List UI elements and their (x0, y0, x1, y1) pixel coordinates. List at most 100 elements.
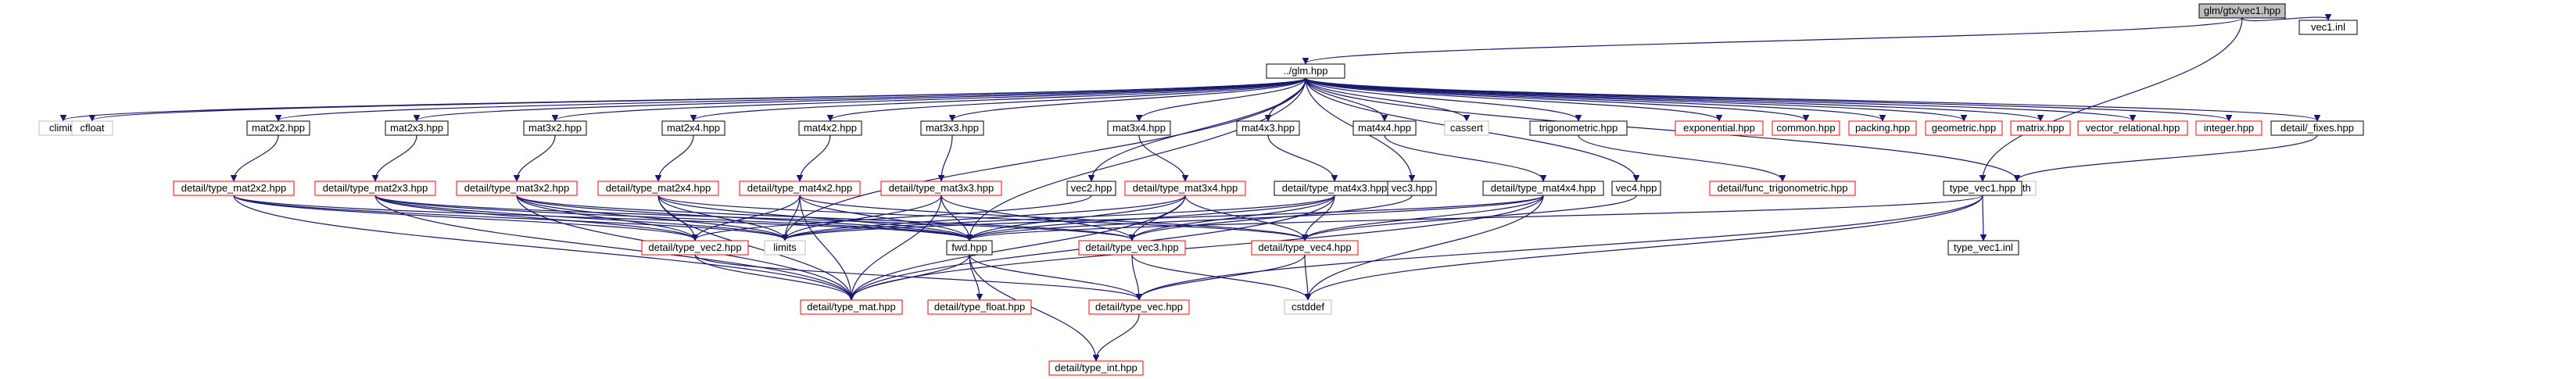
node-trig-box (1529, 120, 1628, 136)
node-mat3x4[interactable]: mat3x4.hpp (1107, 120, 1171, 136)
edge-mat4x4-to-tm44 (1384, 134, 1543, 181)
node-tvec1-label: type_vec1.hpp (1950, 182, 2016, 194)
node-cassert-label: cassert (1450, 122, 1483, 134)
node-tm34[interactable]: detail/type_mat3x4.hpp (1124, 181, 1246, 196)
edge-glm-to-expo (1305, 77, 1719, 120)
edge-mat2x4-to-tm24 (658, 134, 694, 181)
node-vec4[interactable]: vec4.hpp (1611, 181, 1661, 196)
edge-tm43-to-limits (785, 195, 1335, 240)
node-common-label: common.hpp (1776, 122, 1835, 134)
node-tint[interactable]: detail/type_int.hpp (1048, 360, 1144, 376)
node-mat4x2[interactable]: mat4x2.hpp (798, 120, 862, 136)
edge-glm-to-fwd (969, 77, 1306, 240)
node-mat4x3-label: mat4x3.hpp (1241, 122, 1295, 134)
node-geometric[interactable]: geometric.hpp (1925, 120, 2003, 136)
node-mat3x3-label: mat3x3.hpp (926, 122, 979, 134)
node-tmat[interactable]: detail/type_mat.hpp (800, 299, 903, 315)
node-vec3[interactable]: vec3.hpp (1387, 181, 1437, 196)
node-cfloat[interactable]: cfloat (71, 120, 113, 136)
edge-glm-to-geometric (1305, 77, 1964, 120)
node-tm34-box (1124, 181, 1246, 196)
node-vec2[interactable]: vec2.hpp (1066, 181, 1116, 196)
node-trig[interactable]: trigonometric.hpp (1529, 120, 1628, 136)
edge-glm-to-packing (1305, 77, 1883, 120)
node-mat2x3-box (385, 120, 449, 136)
node-tv4[interactable]: detail/type_vec4.hpp (1251, 240, 1359, 256)
edge-tm22-to-fwd (233, 195, 969, 240)
node-cstddef-label: cstddef (1292, 301, 1324, 313)
node-tm33-box (880, 181, 1002, 196)
node-tvec1inl-label: type_vec1.inl (1954, 241, 2013, 253)
node-common[interactable]: common.hpp (1772, 120, 1840, 136)
node-tint-box (1048, 360, 1144, 376)
node-fixes-label: detail/_fixes.hpp (2280, 122, 2354, 134)
node-mat3x3-box (920, 120, 984, 136)
node-vecrel[interactable]: vector_relational.hpp (2077, 120, 2188, 136)
edge-tm43-to-tv3 (1132, 195, 1335, 240)
node-mat2x3-label: mat2x3.hpp (390, 122, 443, 134)
node-tm22-label: detail/type_mat2x2.hpp (181, 182, 286, 194)
node-vec1inl-box (2298, 20, 2358, 35)
node-mat2x2[interactable]: mat2x2.hpp (246, 120, 310, 136)
node-tm34-label: detail/type_mat3x4.hpp (1133, 182, 1238, 194)
edge-fwd-to-tfloat (969, 254, 980, 299)
node-fixes-box (2270, 120, 2364, 136)
node-tvec1[interactable]: type_vec1.hpp (1943, 181, 2022, 196)
node-integer[interactable]: integer.hpp (2195, 120, 2263, 136)
node-tm32[interactable]: detail/type_mat3x2.hpp (456, 181, 578, 196)
node-tv2-box (641, 240, 749, 256)
edge-tm32-to-tv2 (516, 195, 695, 240)
edge-mat3x4-to-tm34 (1138, 134, 1185, 181)
node-tfloat[interactable]: detail/type_float.hpp (927, 299, 1032, 315)
node-tm24[interactable]: detail/type_mat2x4.hpp (597, 181, 719, 196)
node-mat2x4[interactable]: mat2x4.hpp (661, 120, 726, 136)
edge-tm24-to-fwd (657, 195, 969, 240)
node-cassert[interactable]: cassert (1444, 120, 1489, 136)
node-tv3[interactable]: detail/type_vec3.hpp (1078, 240, 1186, 256)
node-tvec1inl[interactable]: type_vec1.inl (1947, 240, 2019, 256)
edge-glm-to-mat3x2 (555, 77, 1306, 120)
edge-fwd-to-tvec (969, 254, 1139, 299)
edge-tm23-to-tv3 (374, 195, 1132, 240)
node-cstddef[interactable]: cstddef (1284, 299, 1332, 315)
node-matrix-box (2010, 120, 2071, 136)
node-tm43[interactable]: detail/type_mat4x3.hpp (1274, 181, 1395, 196)
node-glm-box (1266, 63, 1345, 79)
node-mat4x4[interactable]: mat4x4.hpp (1352, 120, 1417, 136)
node-limits[interactable]: limits (764, 240, 806, 256)
node-mat4x3[interactable]: mat4x3.hpp (1236, 120, 1300, 136)
edge-tv2-to-tvec (694, 254, 1139, 299)
edge-glm-to-matrix (1305, 77, 2040, 120)
node-expo[interactable]: exponential.hpp (1675, 120, 1764, 136)
node-glm[interactable]: ../glm.hpp (1266, 63, 1345, 79)
node-fwd[interactable]: fwd.hpp (946, 240, 993, 256)
edge-tm32-to-tv3 (516, 195, 1132, 240)
node-matrix[interactable]: matrix.hpp (2010, 120, 2071, 136)
node-tvec[interactable]: detail/type_vec.hpp (1088, 299, 1190, 315)
edges-layer (63, 17, 2328, 360)
edge-root-to-tvec1 (1983, 17, 2243, 181)
node-mat2x3[interactable]: mat2x3.hpp (385, 120, 449, 136)
edge-tm44-to-fwd (969, 195, 1544, 240)
node-tm42[interactable]: detail/type_mat4x2.hpp (739, 181, 861, 196)
node-tvec1inl-box (1947, 240, 2019, 256)
node-mat3x3[interactable]: mat3x3.hpp (920, 120, 984, 136)
node-packing[interactable]: packing.hpp (1848, 120, 1917, 136)
node-tm33[interactable]: detail/type_mat3x3.hpp (880, 181, 1002, 196)
node-mat3x2[interactable]: mat3x2.hpp (523, 120, 587, 136)
node-tm22[interactable]: detail/type_mat2x2.hpp (173, 181, 295, 196)
node-tmat-label: detail/type_mat.hpp (807, 301, 895, 313)
node-tv2[interactable]: detail/type_vec2.hpp (641, 240, 749, 256)
node-tm44[interactable]: detail/type_mat4x4.hpp (1482, 181, 1604, 196)
node-tm23[interactable]: detail/type_mat2x3.hpp (314, 181, 436, 196)
node-cfloat-label: cfloat (80, 122, 104, 134)
node-fixes[interactable]: detail/_fixes.hpp (2270, 120, 2364, 136)
node-expo-box (1675, 120, 1764, 136)
node-vec1inl[interactable]: vec1.inl (2298, 20, 2358, 35)
edge-glm-to-limits (785, 77, 1306, 240)
edge-tm34-to-fwd (969, 195, 1186, 240)
node-functrig[interactable]: detail/func_trigonometric.hpp (1709, 181, 1856, 196)
edge-glm-to-mat3x4 (1139, 77, 1306, 120)
node-tv4-box (1251, 240, 1359, 256)
edge-mat4x3-to-tm43 (1267, 134, 1335, 181)
